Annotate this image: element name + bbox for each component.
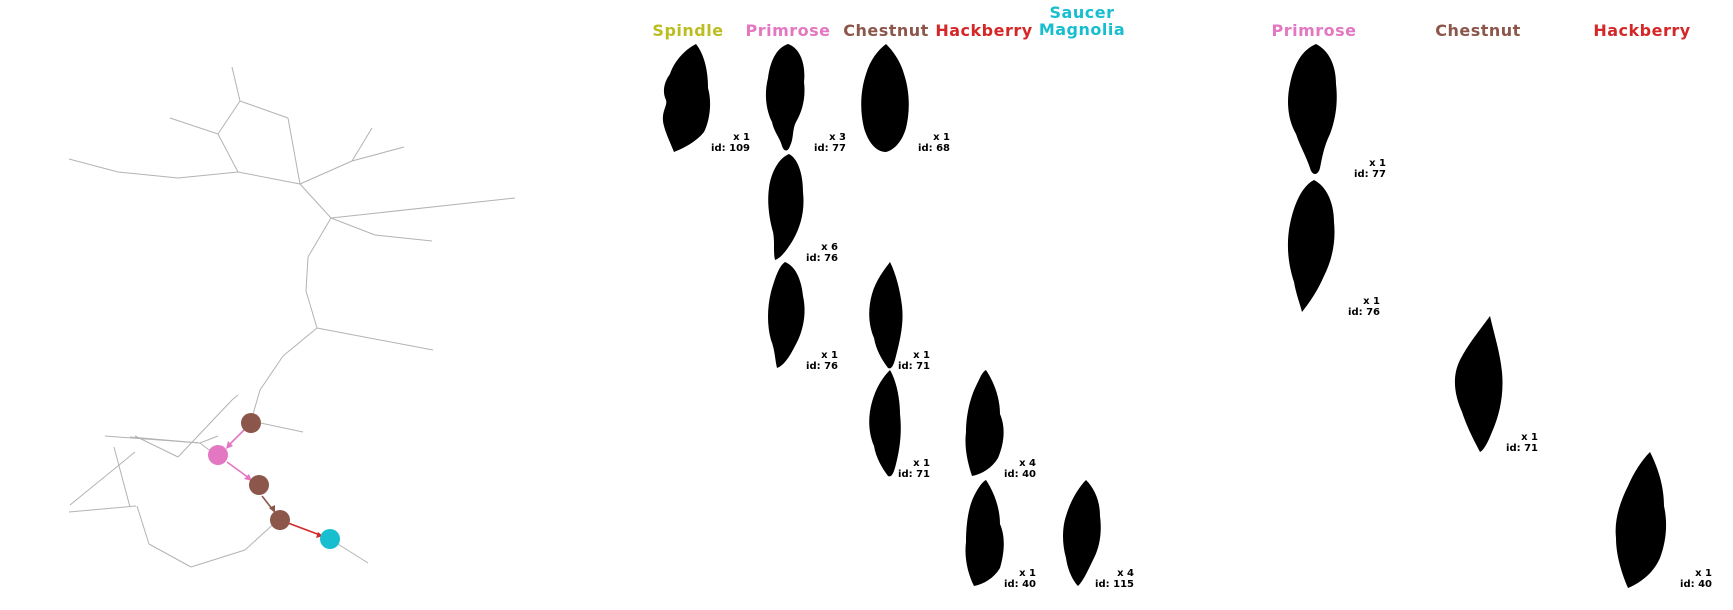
tree-arrow xyxy=(226,461,250,479)
tree-nodes xyxy=(208,413,340,549)
tree-arrow xyxy=(287,522,321,536)
phylogeny-tree xyxy=(68,66,516,568)
leaf-silhouette xyxy=(869,370,901,477)
tree-arrow-head xyxy=(269,505,275,513)
column-title-chestnut-right: Chestnut xyxy=(1435,21,1521,40)
tree-arrow-head xyxy=(226,441,233,449)
tree-node-saucer-magnolia xyxy=(320,529,340,549)
column-title-hackberry-right: Hackberry xyxy=(1593,21,1691,40)
leaf-silhouette xyxy=(1615,452,1667,588)
tree-edges xyxy=(68,66,516,568)
tree-node-chestnut xyxy=(270,510,290,530)
tree-node-chestnut xyxy=(249,475,269,495)
column-title-primrose: Primrose xyxy=(745,21,831,40)
column-title-hackberry: Hackberry xyxy=(935,21,1033,40)
column-title-saucer-magnolia: Saucer Magnolia xyxy=(1038,3,1126,39)
column-title-primrose-right: Primrose xyxy=(1271,21,1357,40)
leaf-silhouette xyxy=(965,480,1004,586)
tree-arrow-head xyxy=(244,474,252,481)
leaf-silhouette xyxy=(869,262,903,369)
tree-arrows xyxy=(226,423,323,538)
leaf-silhouette xyxy=(1454,316,1503,452)
leaf-silhouette xyxy=(768,262,805,368)
leaf-silhouette xyxy=(765,44,805,151)
leaf-silhouette xyxy=(1063,480,1101,586)
tree-node-primrose xyxy=(208,445,228,465)
leaf-silhouette xyxy=(768,154,804,260)
leaf-silhouette xyxy=(861,44,909,152)
leaf-silhouette xyxy=(965,370,1004,476)
tree-node-chestnut xyxy=(241,413,261,433)
leaf-silhouette xyxy=(662,44,711,152)
leaf-silhouette xyxy=(1287,180,1335,312)
leaf-silhouette xyxy=(1288,44,1337,174)
column-title-spindle: Spindle xyxy=(652,21,724,40)
column-title-chestnut: Chestnut xyxy=(843,21,929,40)
